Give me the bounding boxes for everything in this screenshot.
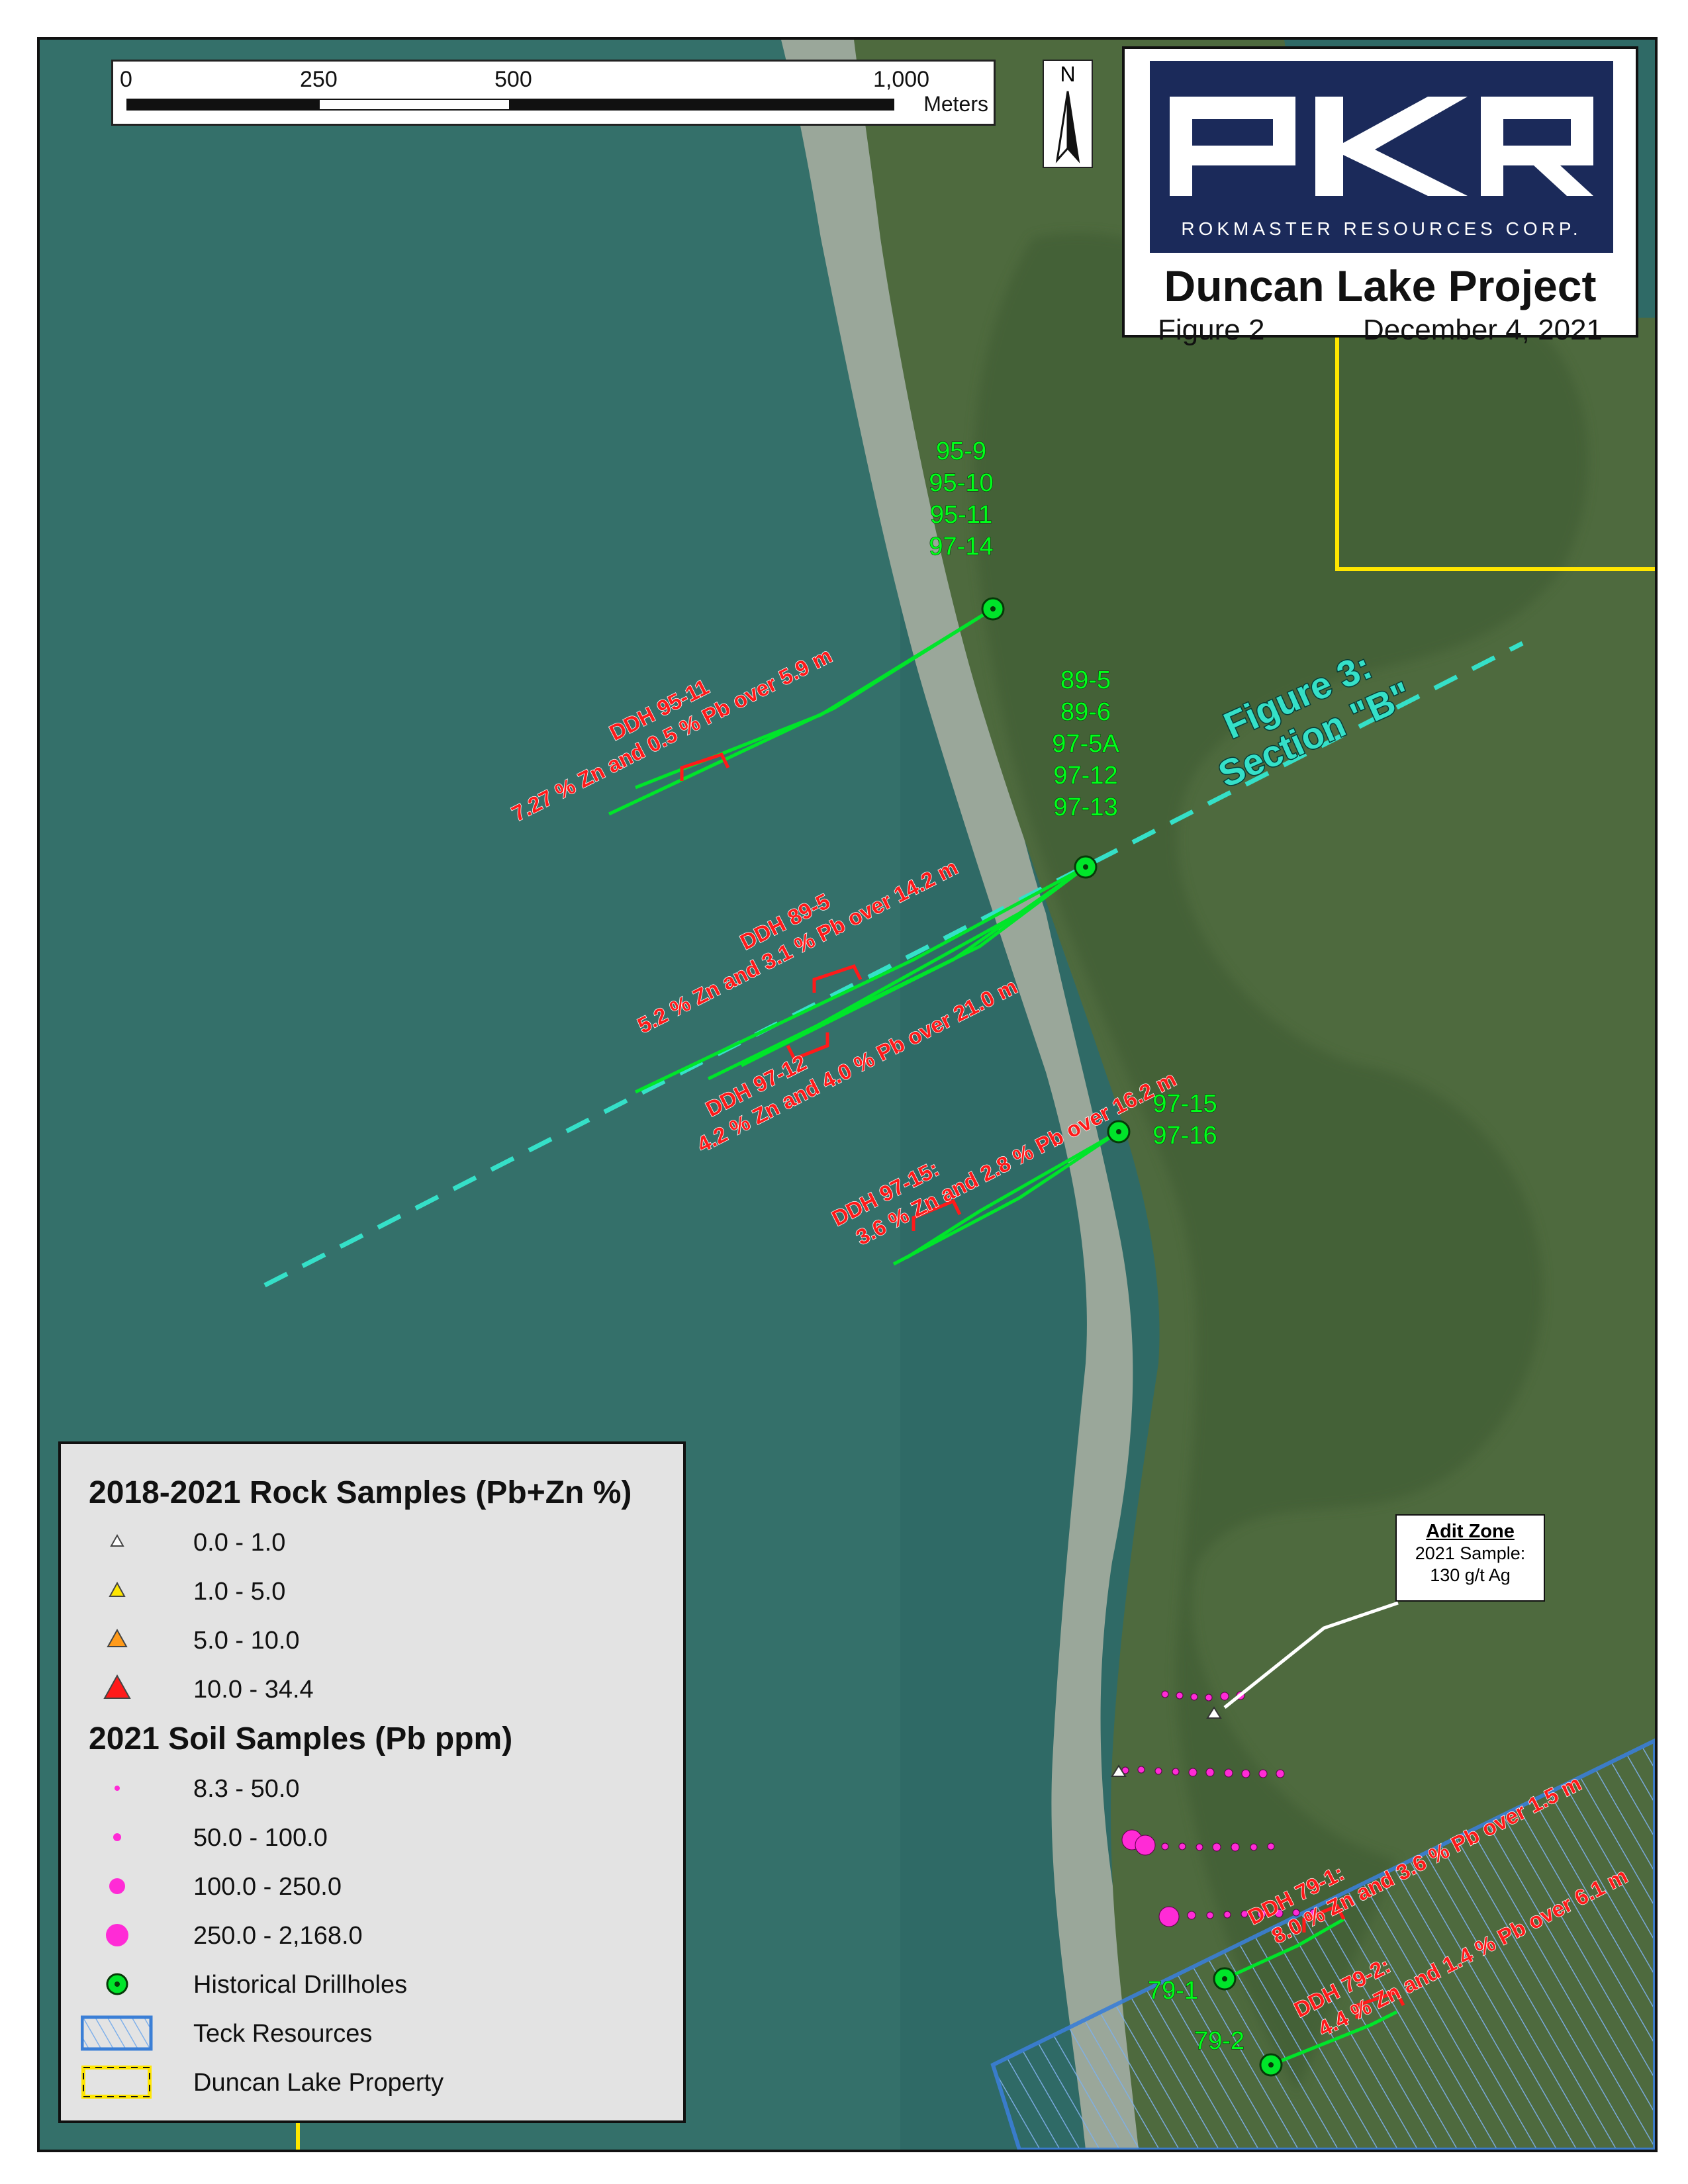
pink-circle-icon (109, 1878, 125, 1894)
scale-tick-500: 500 (494, 67, 532, 92)
legend-rock-label-1: 0.0 - 1.0 (193, 1529, 286, 1557)
legend-rock-class-4: 10.0 - 34.4 (81, 1670, 663, 1710)
scale-tick-1000: 1,000 (873, 67, 930, 92)
scale-segment-2 (318, 99, 510, 111)
drill-traces (608, 607, 1398, 2067)
scale-tick-0: 0 (120, 67, 132, 92)
pink-dot-icon (115, 1786, 120, 1791)
legend-soil-label-4: 250.0 - 2,168.0 (193, 1922, 363, 1950)
label-95-11: 95-11 (930, 501, 992, 529)
intercept-brackets (680, 752, 1405, 2019)
label-79-1: 79-1 (1148, 1977, 1198, 2005)
company-logo: ROKMASTER RESOURCES CORP. (1150, 61, 1613, 253)
drillhole-labels: 95-9 95-10 95-11 97-14 89-5 89-6 97-5A 9… (929, 437, 1245, 2055)
label-97-16: 97-16 (1152, 1122, 1217, 1150)
property-swatch-icon (81, 2066, 152, 2099)
scale-bar: 0 250 500 1,000 Meters (111, 60, 996, 126)
legend-soil-label-3: 100.0 - 250.0 (193, 1873, 342, 1901)
forest-texture (973, 232, 1589, 2091)
legend-drillholes-label: Historical Drillholes (193, 1971, 408, 1999)
scale-unit: Meters (923, 92, 988, 116)
legend-soil-class-1: 8.3 - 50.0 (81, 1770, 663, 1809)
legend-soil-class-4: 250.0 - 2,168.0 (81, 1917, 663, 1956)
legend-soil-class-2: 50.0 - 100.0 (81, 1819, 663, 1858)
label-95-10: 95-10 (929, 469, 993, 497)
map-legend: 2018-2021 Rock Samples (Pb+Zn %) 0.0 - 1… (58, 1441, 686, 2123)
label-97-5a: 97-5A (1052, 730, 1119, 758)
legend-rock-class-1: 0.0 - 1.0 (81, 1524, 663, 1563)
white-triangle-icon (110, 1533, 124, 1547)
figure-label: Figure 2 (1158, 314, 1265, 346)
label-89-5: 89-5 (1060, 666, 1111, 694)
legend-rock-label-2: 1.0 - 5.0 (193, 1578, 286, 1606)
project-title: Duncan Lake Project (1164, 261, 1597, 310)
teck-resources-claim (990, 1738, 1655, 2150)
north-label: N (1060, 62, 1076, 86)
adit-zone-result: 130 g/t Ag (1430, 1565, 1511, 1585)
legend-rock-heading: 2018-2021 Rock Samples (Pb+Zn %) (89, 1475, 632, 1510)
legend-soil-class-3: 100.0 - 250.0 (81, 1868, 663, 1907)
label-97-14: 97-14 (929, 533, 993, 561)
beach-shoreline (781, 40, 1139, 2150)
rkr-logo-mark (1170, 97, 1593, 196)
drillhole-icon (106, 1973, 128, 1995)
teck-swatch-icon (81, 2015, 153, 2051)
figure-date: December 4, 2021 (1363, 314, 1603, 346)
rock-samples (1111, 1706, 1222, 1777)
scale-segment-1 (126, 99, 318, 111)
legend-rock-label-4: 10.0 - 34.4 (193, 1676, 314, 1704)
legend-soil-label-1: 8.3 - 50.0 (193, 1775, 300, 1803)
adit-zone-sample: 2021 Sample: (1415, 1543, 1526, 1563)
drillhole-collars (981, 597, 1283, 2077)
label-79-2: 79-2 (1194, 2027, 1244, 2055)
scale-tick-250: 250 (300, 67, 338, 92)
legend-teck-label: Teck Resources (193, 2020, 373, 2048)
legend-soil-label-2: 50.0 - 100.0 (193, 1824, 328, 1852)
pink-dot-icon (113, 1833, 121, 1841)
north-arrow-icon (1055, 91, 1080, 163)
scale-segment-3 (510, 99, 894, 111)
legend-rock-class-2: 1.0 - 5.0 (81, 1572, 663, 1612)
label-97-12: 97-12 (1053, 762, 1117, 790)
label-89-6: 89-6 (1060, 698, 1111, 726)
adit-leader-line (1223, 1601, 1399, 1709)
red-triangle-icon (103, 1674, 131, 1699)
property-boundary (1335, 324, 1655, 571)
yellow-triangle-icon (109, 1581, 126, 1597)
legend-teck: Teck Resources (81, 2015, 663, 2054)
orange-triangle-icon (107, 1628, 128, 1647)
label-95-9: 95-9 (936, 437, 986, 465)
adit-zone-callout: Adit Zone 2021 Sample: 130 g/t Ag (1395, 1514, 1545, 1602)
legend-rock-label-3: 5.0 - 10.0 (193, 1627, 300, 1655)
label-97-13: 97-13 (1053, 794, 1117, 821)
legend-property-label: Duncan Lake Property (193, 2069, 444, 2097)
legend-drillholes: Historical Drillholes (81, 1966, 663, 2005)
north-arrow: N (1043, 60, 1093, 168)
legend-property: Duncan Lake Property (81, 2064, 663, 2103)
company-name: ROKMASTER RESOURCES CORP. (1181, 218, 1582, 239)
pink-circle-icon (106, 1924, 128, 1946)
legend-soil-heading: 2021 Soil Samples (Pb ppm) (89, 1721, 513, 1756)
label-97-15: 97-15 (1152, 1090, 1217, 1118)
section-b-line (263, 641, 1524, 1288)
legend-rock-class-3: 5.0 - 10.0 (81, 1621, 663, 1661)
adit-zone-title: Adit Zone (1426, 1521, 1515, 1542)
title-block: ROKMASTER RESOURCES CORP. Duncan Lake Pr… (1122, 46, 1638, 346)
